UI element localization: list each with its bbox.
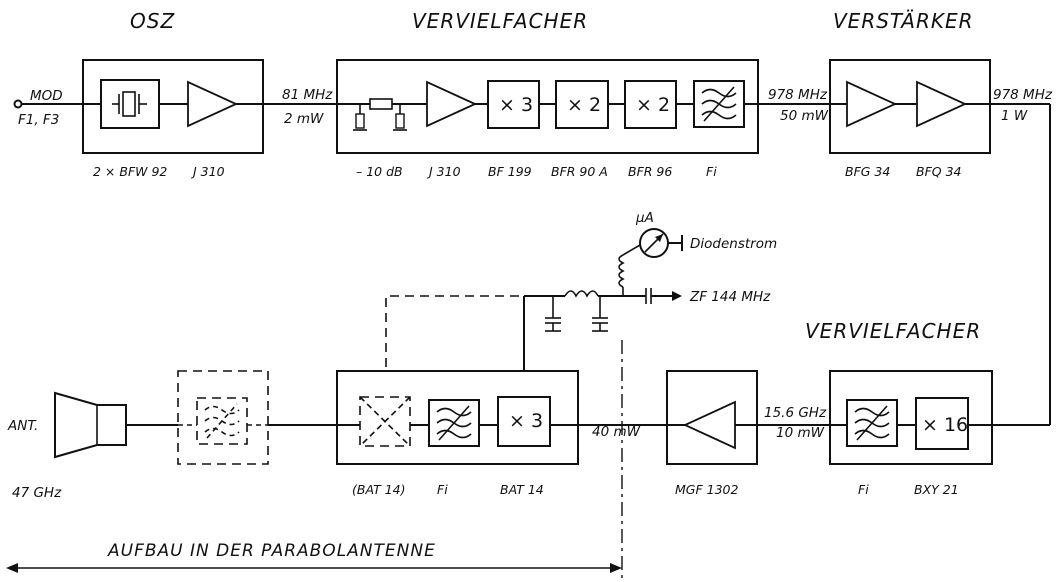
multiplier-x3-mixer-box [497,396,551,447]
dashed-alternate-path [385,295,524,397]
pa1-label: BFG 34 [845,164,890,179]
power-40mw-label: 40 mW [592,424,641,440]
mgf-label: MGF 1302 [675,482,738,497]
amp1-label: J 310 [426,164,461,179]
filter-icon [693,80,745,128]
multiplier-x2a-label: × 2 [567,94,601,116]
microampere-label: μA [635,210,654,226]
attenuator-label: – 10 dB [356,164,403,179]
mod-type-label: F1, F3 [18,112,59,128]
horn-antenna-icon [54,391,127,459]
aufbau-label: AUFBAU IN DER PARABOLANTENNE [107,541,436,561]
optional-filter-block [177,370,269,465]
mod-label: MOD [30,88,63,104]
mixer-block: × 3 [336,370,579,465]
title-verstaerker: VERSTÄRKER [833,9,974,33]
vervielfacher-top-block: × 3 × 2 × 2 [336,59,759,154]
power-1w-label: 1 W [1001,108,1028,124]
if-output-network [523,228,683,373]
multiplier-x2a-box [555,80,609,129]
multiplier-x2b-box [624,80,677,129]
filter-icon [846,399,898,447]
filter-mixer-label: Fi [437,482,448,497]
power-2mw-label: 2 mW [284,111,324,127]
antenna-frequency-label: 47 GHz [12,485,62,501]
vervielfacher-bottom-block: × 16 [829,370,993,465]
x2a-device-label: BFR 90 A [551,164,608,179]
filter-top-label: Fi [706,164,717,179]
title-vervielfacher-top: VERVIELFACHER [412,9,588,33]
antenna-label: ANT. [7,418,38,434]
pa2-label: BFQ 34 [916,164,962,179]
x2b-device-label: BFR 96 [628,164,672,179]
multiplier-x16-box [915,397,969,450]
multiplier-x3-label: × 3 [499,94,533,116]
amplifier-icon [846,80,898,128]
crystal-icon [112,91,147,117]
title-osz: OSZ [130,9,175,33]
mixer-icon [359,396,411,447]
multiplier-x16-label: × 16 [922,414,968,436]
mixer-label: (BAT 14) [352,482,406,497]
x16-device-label: BXY 21 [914,482,959,497]
amplifier-icon [187,80,239,128]
filter-icon [428,399,480,447]
multiplier-x3-box [487,80,540,129]
freq-15-6ghz-label: 15.6 GHz [764,405,827,421]
multiplier-x3-mixer-label: × 3 [509,410,543,432]
multiplier-x2b-label: × 2 [636,94,670,116]
amplifier-icon [916,80,968,128]
osz-block [82,59,264,154]
osz-amp-label: J 310 [190,164,225,179]
amplifier-icon [426,80,478,128]
x3-mixer-device-label: BAT 14 [500,482,544,497]
filter-bottom-label: Fi [858,482,869,497]
freq-978mhz-label: 978 MHz [768,87,828,103]
top-signal-line [13,99,1051,426]
attenuator-icon [337,98,427,131]
osz-xtal-label: 2 × BFW 92 [93,164,167,179]
x3-device-label: BF 199 [488,164,532,179]
freq-978mhz-out-label: 978 MHz [993,87,1053,103]
zf-label: ZF 144 MHz [689,289,771,305]
verstaerker-block [829,59,991,154]
diodenstrom-label: Diodenstrom [690,236,777,252]
aufbau-arrow [6,563,622,573]
power-50mw-label: 50 mW [780,108,829,124]
title-vervielfacher-bottom: VERVIELFACHER [805,319,981,343]
mgf-amplifier-block [666,370,758,465]
power-10mw-label: 10 mW [776,425,825,441]
freq-81mhz-label: 81 MHz [282,87,333,103]
